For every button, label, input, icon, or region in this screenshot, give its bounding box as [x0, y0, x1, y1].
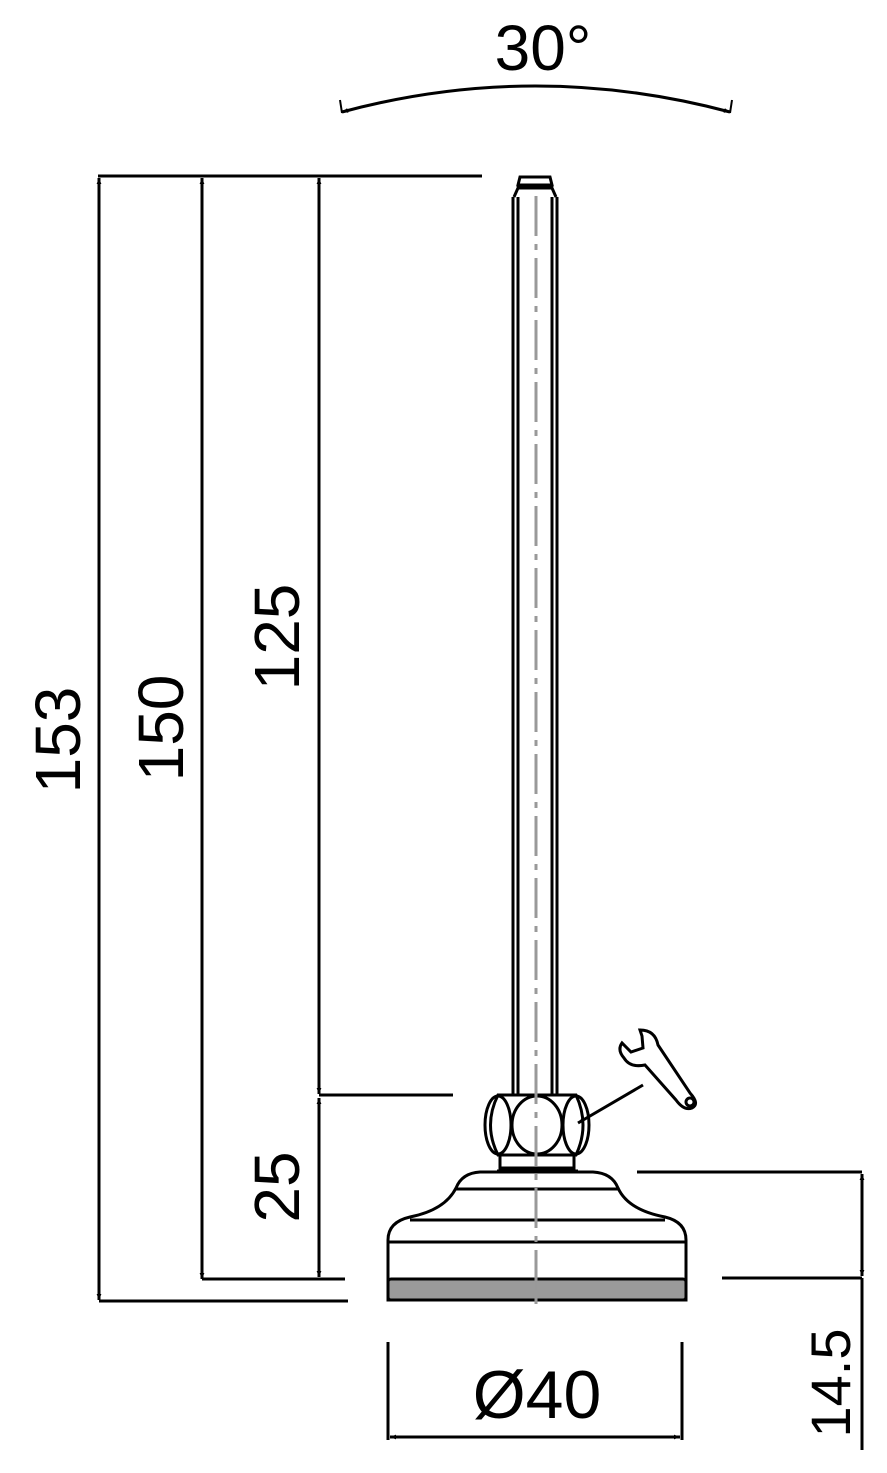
dimension-125: 125 — [241, 178, 453, 1097]
dimension-diameter: Ø40 — [386, 1342, 684, 1440]
nut-to-bottom-label: 25 — [241, 1151, 313, 1222]
angle-dimension: 30° — [339, 12, 733, 114]
dimension-150: 150 — [125, 178, 345, 1281]
thread-height-label: 150 — [125, 675, 197, 782]
thread-length-label: 125 — [241, 584, 313, 691]
angle-label: 30° — [495, 12, 592, 84]
wrench-icon — [618, 1028, 697, 1111]
dimension-14-5: 14.5 — [637, 1170, 865, 1450]
overall-height-label: 153 — [22, 687, 94, 794]
dimension-153: 153 — [22, 178, 348, 1303]
threaded-rod — [511, 175, 559, 1096]
base-height-label: 14.5 — [799, 1329, 862, 1438]
wrench-leader-line — [577, 1083, 644, 1125]
base-diameter-label: Ø40 — [473, 1357, 602, 1433]
dimension-25: 25 — [241, 1098, 322, 1277]
